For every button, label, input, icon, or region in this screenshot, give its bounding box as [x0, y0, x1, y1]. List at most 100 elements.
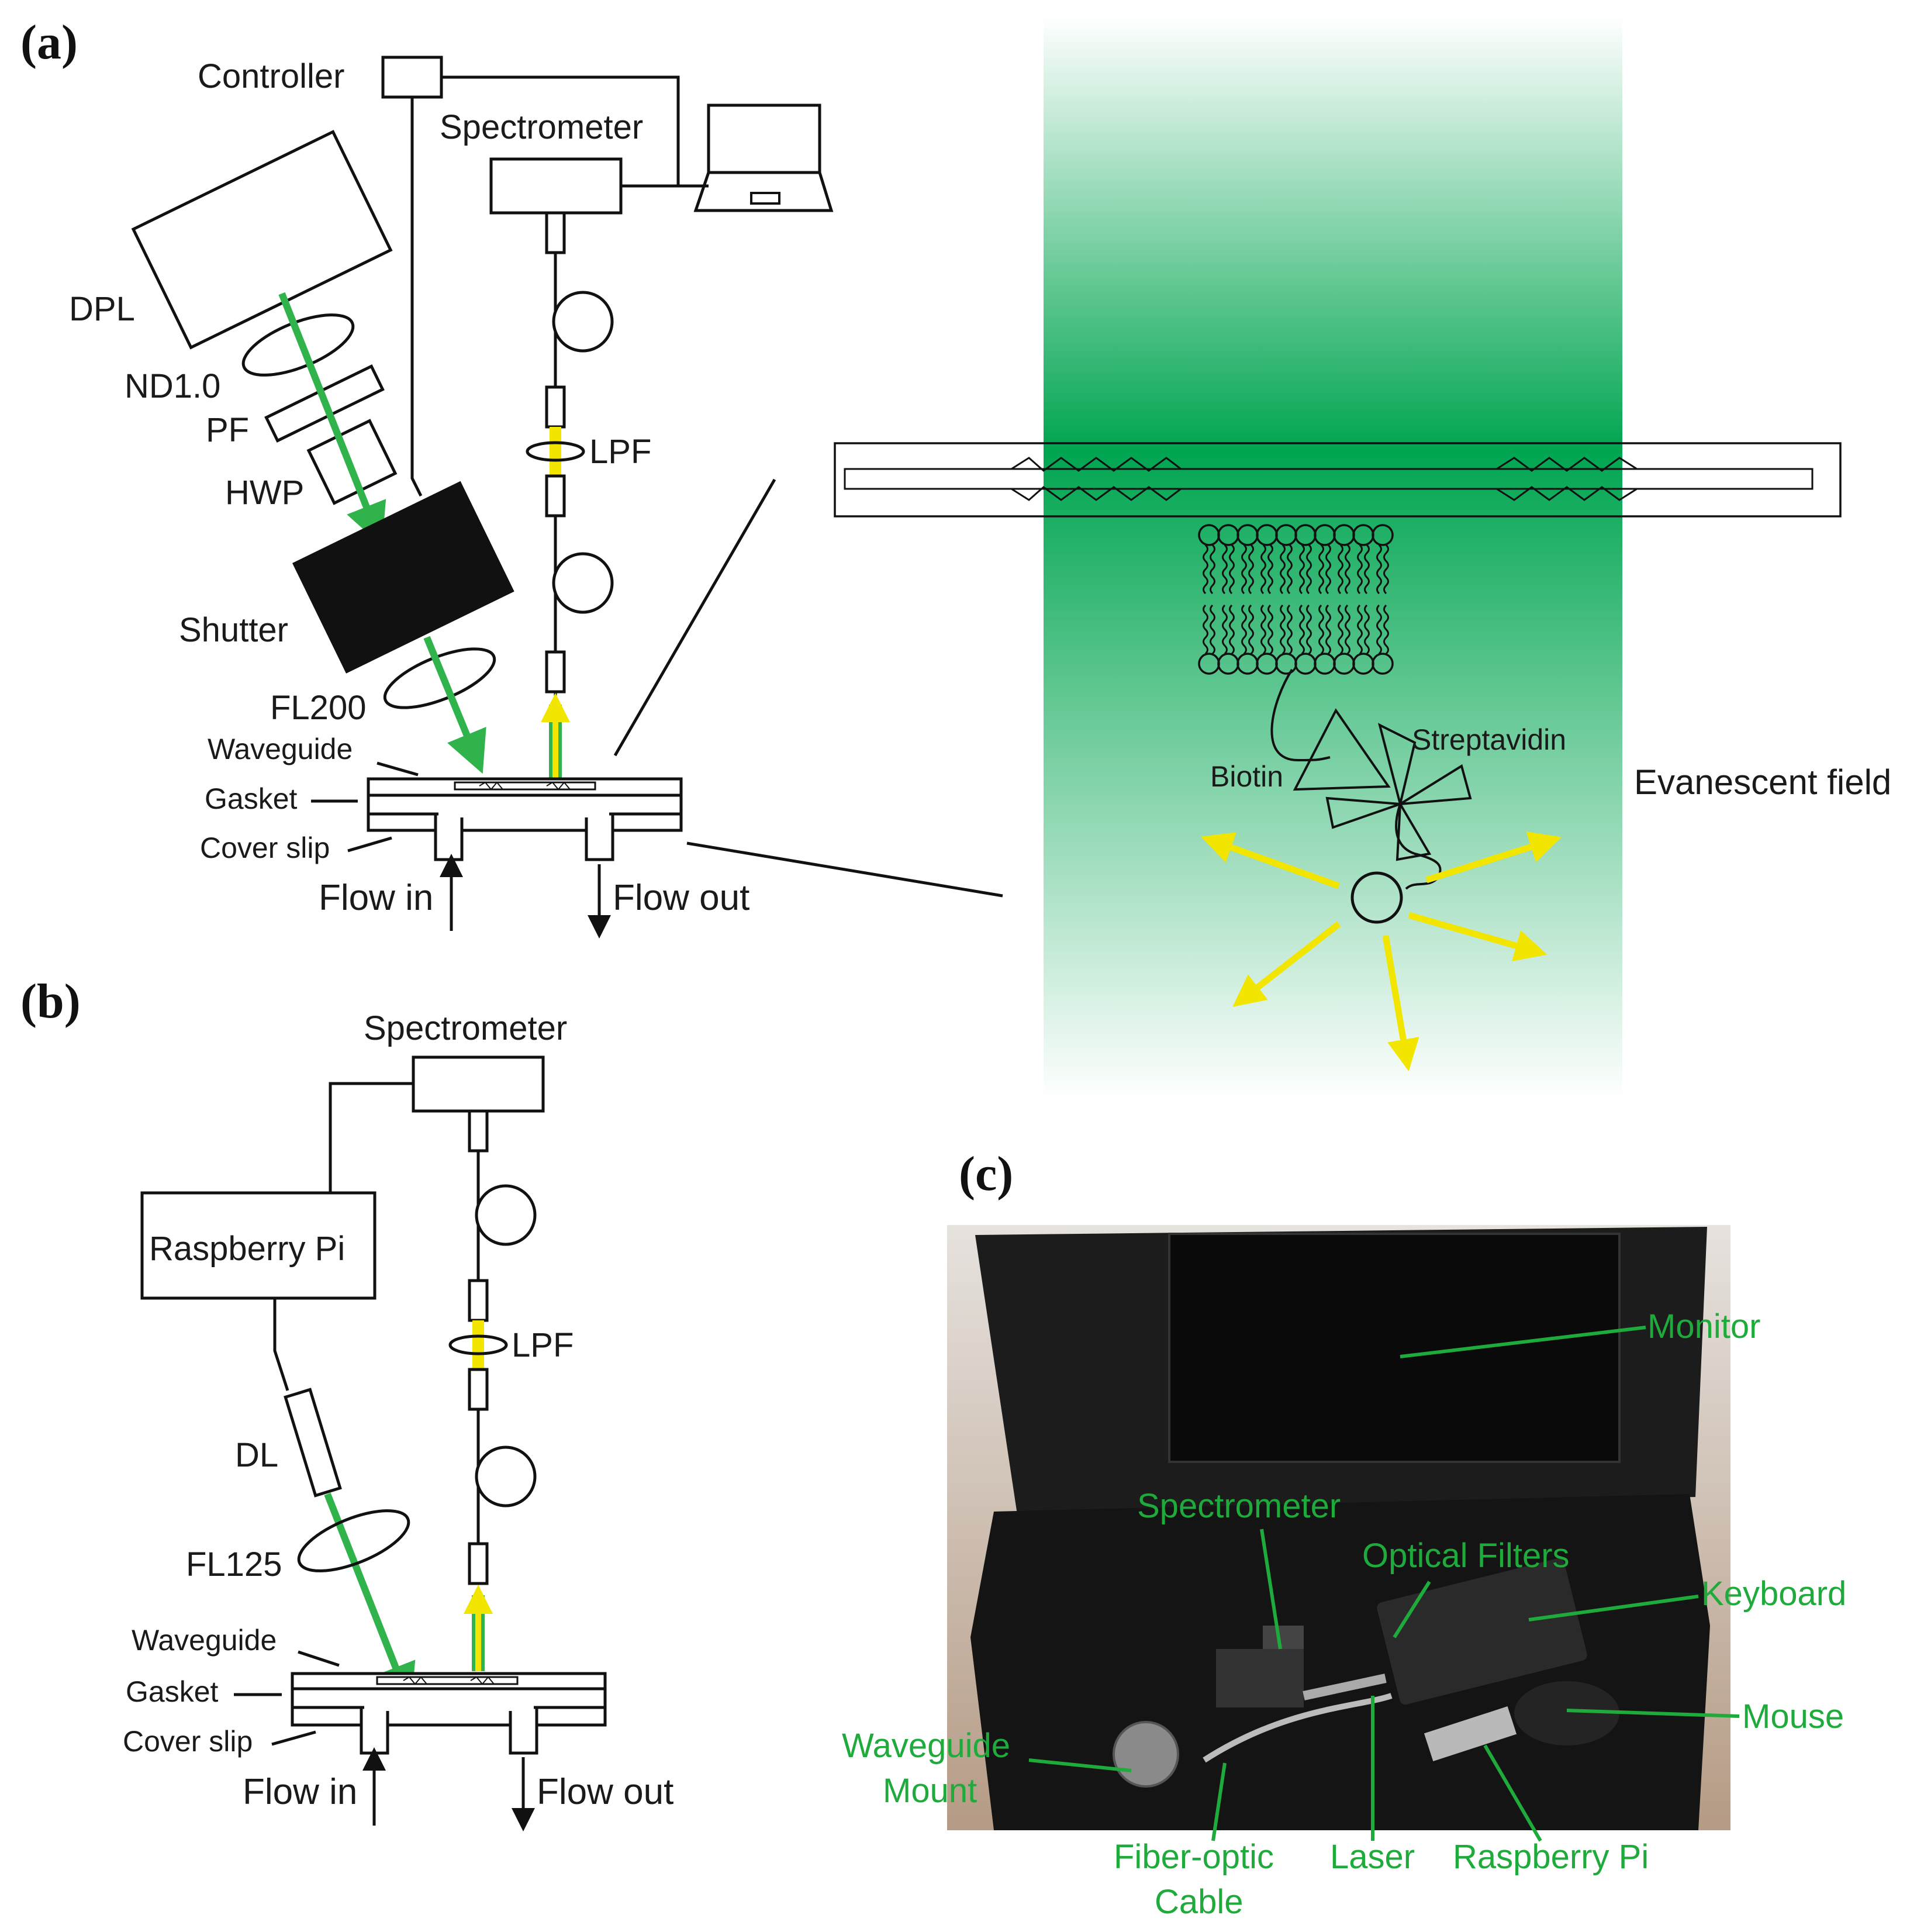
hwp-label: HWP: [225, 474, 304, 512]
keyboard-label: Keyboard: [1701, 1575, 1846, 1613]
lipid-head: [1372, 653, 1394, 675]
lipid-tail: [1338, 604, 1343, 655]
zoom-line-lower: [686, 841, 1003, 898]
pi-laser-wire: [273, 1298, 289, 1391]
fiber-optic-label-1: Fiber-optic: [1114, 1838, 1274, 1876]
waveguide-leader: [376, 761, 419, 777]
controller-label: Controller: [198, 57, 344, 95]
case-base: [970, 1494, 1710, 1830]
fl200-label: FL200: [270, 689, 366, 727]
lipid-head: [1372, 524, 1394, 546]
coverslip-leader-b: [271, 1730, 316, 1746]
lipid-tail: [1222, 544, 1228, 595]
waveguide-leader-b: [298, 1650, 340, 1667]
lipid-tail: [1306, 544, 1312, 595]
zoom-line-upper: [613, 478, 776, 757]
grating-right-top: [1496, 457, 1638, 472]
fluorophore: [1350, 871, 1403, 924]
lipid-tail: [1222, 604, 1228, 655]
optical-filters-label: Optical Filters: [1362, 1537, 1570, 1575]
spectrometer-label-c: Spectrometer: [1137, 1487, 1341, 1525]
fl200-lens: [383, 647, 496, 709]
flow-cell-a: [367, 777, 683, 861]
nd-filter: [241, 313, 355, 377]
lipid-tail: [1248, 544, 1254, 595]
lipid-tail: [1325, 604, 1331, 655]
spectrometer-label: Spectrometer: [440, 108, 643, 146]
monitor-label: Monitor: [1647, 1307, 1760, 1346]
mouse-label: Mouse: [1742, 1698, 1844, 1736]
pf-label: PF: [206, 411, 249, 449]
lipid-tail: [1364, 544, 1370, 595]
lipid-tail: [1229, 544, 1235, 595]
flow-cell-b: [291, 1672, 607, 1755]
panel-a-setup: Controller Spectrometer LPF DPL: [69, 56, 1003, 939]
spectrometer-pi-wire: [329, 1082, 413, 1193]
excitation-beam-b: [324, 1492, 416, 1707]
spectrometer-box-b: [412, 1055, 545, 1113]
lipid-tail: [1203, 544, 1208, 595]
lipid-tail: [1325, 544, 1331, 595]
optics-stage: [1216, 1649, 1304, 1707]
waveguide-label-b: Waveguide: [132, 1624, 277, 1657]
laptop-icon: [693, 104, 834, 212]
panel-label-b: (b): [20, 974, 81, 1029]
evanescent-field-band: [1044, 18, 1622, 1099]
biotin-triangle: [1293, 708, 1391, 791]
lpf-lens: [526, 441, 585, 462]
cover-slip-label-a: Cover slip: [200, 832, 330, 864]
zoom-waveguide-core: [844, 468, 1814, 490]
gasket-label-a: Gasket: [205, 782, 298, 815]
lipid-tail: [1376, 604, 1382, 655]
spectrometer-photo: [1263, 1626, 1304, 1649]
fl125-lens: [297, 1509, 410, 1572]
dl-label: DL: [235, 1436, 278, 1474]
streptavidin-label: Streptavidin: [1412, 723, 1566, 756]
mouse-photo: [1514, 1681, 1619, 1745]
lipid-tail: [1299, 544, 1305, 595]
controller-shutter-wire: [410, 97, 423, 497]
lipid-tail: [1345, 604, 1350, 655]
grating-left-bottom: [1011, 486, 1182, 501]
fl125-label: FL125: [186, 1545, 282, 1583]
raspberry-pi-box: [140, 1191, 376, 1300]
panel-c-photo: Monitor Spectrometer Optical Filters Key…: [842, 1225, 1846, 1921]
evanescent-field-label: Evanescent field: [1634, 763, 1891, 802]
dpl-label: DPL: [69, 290, 135, 328]
raspberry-pi-photo: [1424, 1706, 1517, 1761]
zoom-inset: Streptavidin Biotin Evanescent field: [834, 18, 1891, 1099]
panel-b-setup: Spectrometer Raspberry Pi LPF DL FL125: [123, 1009, 673, 1831]
lipid-tail: [1248, 604, 1254, 655]
streptavidin: [1325, 723, 1472, 861]
lipid-tail: [1210, 604, 1215, 655]
panel-label-a: (a): [20, 15, 78, 70]
flow-out-label-a: Flow out: [613, 878, 749, 918]
lipid-tail: [1299, 604, 1305, 655]
lipid-tail: [1241, 544, 1247, 595]
lpf-emission-segment: [550, 427, 561, 476]
photo-leaders: [1028, 1326, 1740, 1842]
lipid-tail: [1260, 604, 1266, 655]
lipid-bilayer: [1198, 524, 1394, 675]
raspberry-pi-label-c: Raspberry Pi: [1453, 1838, 1649, 1876]
panel-label-c: (c): [959, 1147, 1013, 1201]
dpl-laser: [131, 130, 393, 350]
cover-slip-label-b: Cover slip: [123, 1725, 253, 1758]
zoom-waveguide: [834, 442, 1842, 518]
shutter-label: Shutter: [179, 611, 288, 649]
lipid-tail: [1267, 544, 1273, 595]
lipid-tail: [1280, 604, 1286, 655]
lpf-emission-segment-b: [472, 1320, 484, 1369]
lipid-tail: [1287, 604, 1293, 655]
detection-fiber: [526, 211, 614, 696]
fiber-cable-photo: [1203, 1693, 1393, 1763]
lpf-lens-b: [448, 1334, 508, 1355]
spectrometer-box: [489, 157, 623, 215]
lipid-tail: [1318, 544, 1324, 595]
fiber-optic-label-2: Cable: [1155, 1883, 1243, 1921]
lipid-tail: [1318, 604, 1324, 655]
excitation-beam-upper: [278, 292, 386, 546]
waveguide-mount-label-1: Waveguide: [842, 1727, 1010, 1765]
controller-box: [381, 56, 443, 99]
